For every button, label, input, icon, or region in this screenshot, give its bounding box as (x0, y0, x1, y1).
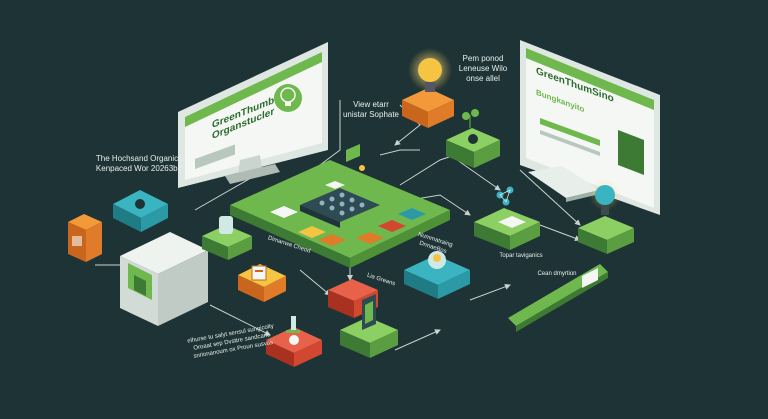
calendar-icon (251, 265, 267, 281)
left-monitor (178, 42, 328, 188)
lightbulb-icon (280, 87, 296, 106)
plant-block (446, 128, 500, 168)
teal-block-center (404, 251, 470, 299)
topar-caption: Topar taviganics (499, 253, 543, 259)
right-bulb-block (578, 179, 634, 254)
cean-caption: Cean dmyrtion (537, 271, 577, 277)
plant-icon (462, 109, 479, 128)
red-block (266, 327, 322, 367)
orange-tower (68, 214, 102, 262)
board-tiles (270, 181, 426, 246)
chip-icon (319, 192, 365, 216)
topleft-caption: The Hochsand Organics Kenpaced Wor 20263… (95, 154, 183, 173)
device-block (340, 294, 398, 358)
jar-block (202, 216, 252, 260)
bulb-caption: Pem ponod Leneuse Wilo onse allel (458, 54, 508, 83)
nodes-block (474, 208, 540, 250)
microscope-icon (286, 316, 300, 333)
white-box (120, 232, 208, 326)
teal-block-left (113, 190, 168, 232)
slanted-panel (508, 264, 608, 332)
top-bulb-block (402, 48, 454, 128)
nodes-icon (496, 186, 514, 206)
view-caption: View etarr unistar Sophate (342, 100, 400, 119)
monitor-icon (346, 144, 365, 171)
